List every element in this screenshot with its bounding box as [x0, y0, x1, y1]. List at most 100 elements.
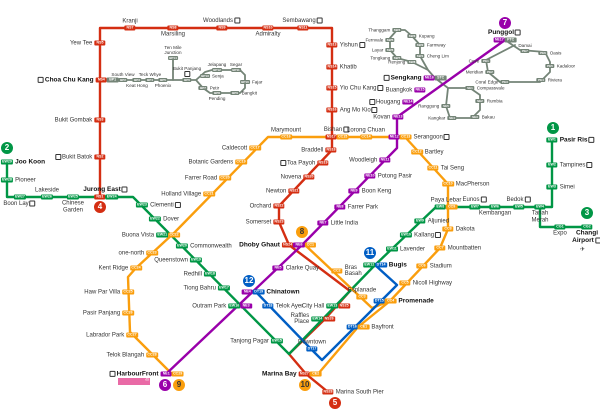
station-commonwealth[interactable]: EW20Commonwealth: [175, 243, 232, 249]
station-dover[interactable]: EW22Dover: [148, 216, 179, 222]
station-caldecott[interactable]: CC17Caldecott: [222, 145, 261, 151]
station-meridian[interactable]: PE2Meridian: [466, 70, 495, 75]
station-aljunied[interactable]: EW9Aljunied: [414, 218, 449, 224]
station-somerset[interactable]: NS23Somerset: [246, 219, 285, 225]
station-dhoby-ghaut[interactable]: NS24NE6CC1Dhoby Ghaut: [239, 241, 317, 248]
station-kupang[interactable]: SW3Kupang: [407, 34, 435, 39]
station-botanic-gardens[interactable]: CC19Botanic Gardens: [189, 159, 247, 165]
station-coral-edge[interactable]: PE3Coral Edge: [475, 80, 510, 85]
station-thanggam[interactable]: SW4Thanggam: [368, 28, 402, 33]
station-bugis[interactable]: EW12DT14Bugis: [363, 261, 407, 268]
station-layar[interactable]: SW6Layar: [372, 48, 395, 53]
station-pending[interactable]: BP8Pending: [209, 91, 225, 101]
station-pioneer[interactable]: EW28Pioneer: [0, 177, 36, 183]
station-city-hall[interactable]: EW13NS25City Hall: [302, 303, 350, 309]
station-fajar[interactable]: BP10Fajar: [240, 80, 262, 85]
station-tampines[interactable]: EW2Tampines: [546, 161, 593, 168]
station-buangkok[interactable]: NE15Buangkok: [386, 87, 426, 93]
station-esplanade[interactable]: CC3Esplanade: [348, 287, 376, 300]
station-phoenix[interactable]: BP5Phoenix: [155, 78, 171, 88]
station-eunos[interactable]: EW7Eunos: [462, 196, 487, 210]
station-woodlands[interactable]: NS9Woodlands: [203, 17, 240, 31]
station-joo-koon[interactable]: EW29Joo Koon: [0, 158, 45, 165]
station-mountbatten[interactable]: CC7Mountbatten: [434, 245, 481, 251]
station-teck-whye[interactable]: BP4Teck Whye: [139, 72, 161, 82]
station-lavender[interactable]: EW11Lavender: [386, 246, 425, 252]
station-chinatown[interactable]: NE4DT19Chinatown: [241, 288, 300, 295]
station-outram-park[interactable]: EW16NE3Outram Park: [192, 303, 252, 309]
station-bedok[interactable]: EW5Bedok: [506, 196, 531, 210]
station-yishun[interactable]: NS13Yishun: [326, 41, 365, 48]
station-buona-vista[interactable]: EW21CC22Buona Vista: [122, 232, 180, 238]
station-stadium[interactable]: CC6Stadium: [416, 263, 452, 269]
station-jelapang[interactable]: BP12Jelapang: [208, 62, 226, 72]
station-macpherson[interactable]: CC10MacPherson: [442, 181, 489, 187]
station-labrador-park[interactable]: CC27Labrador Park: [86, 332, 138, 338]
station-farrer-road[interactable]: CC20Farrer Road: [185, 175, 231, 181]
station-jurong-east[interactable]: NS1EW24Jurong East: [83, 186, 128, 200]
station-orchard[interactable]: NS22Orchard: [250, 203, 285, 209]
station-kembangan[interactable]: EW6Kembangan: [479, 204, 511, 217]
station-compassvale[interactable]: SE1Compassvale: [465, 86, 505, 91]
station-tiong-bahru[interactable]: EW17Tiong Bahru: [183, 285, 231, 291]
station-potong-pasir[interactable]: NE10Potong Pasir: [364, 173, 412, 179]
station-simei[interactable]: EW3Simei: [546, 184, 575, 190]
station-redhill[interactable]: EW18Redhill: [184, 271, 217, 277]
station-fernvale[interactable]: SW5Fernvale: [365, 38, 395, 43]
station-tanjong-pagar[interactable]: EW15Tanjong Pagar: [230, 338, 284, 344]
station-boon-lay[interactable]: EW27Boon Lay: [3, 194, 36, 207]
station-kovan[interactable]: NE13Kovan: [373, 114, 404, 120]
station-farrer-park[interactable]: NE8Farrer Park: [334, 204, 378, 210]
station-tanah-merah[interactable]: EW4Tanah Merah: [531, 204, 549, 223]
station-lakeside[interactable]: EW26Lakeside: [35, 187, 59, 200]
station-bangkit[interactable]: BP9Bangkit: [230, 91, 257, 96]
station-renjong[interactable]: SW8Renjong: [388, 60, 417, 65]
station-tai-seng[interactable]: CC11Tai Seng: [427, 165, 464, 171]
station-bukit-batok[interactable]: NS2Bukit Batok: [54, 153, 106, 160]
station-boon-keng[interactable]: NE9Boon Keng: [348, 188, 391, 194]
station-pasir-panjang[interactable]: CC26Pasir Panjang: [83, 310, 134, 316]
station-senja[interactable]: BP13Senja: [200, 74, 224, 79]
station-pasir-ris[interactable]: EW1Pasir Ris: [546, 136, 595, 143]
station-telok-blangah[interactable]: CC28Telok Blangah: [107, 352, 158, 358]
station-one-north[interactable]: CC23one-north: [119, 250, 158, 256]
station-chinese-garden[interactable]: EW25Chinese Garden: [62, 194, 84, 213]
station-ang-mo-kio[interactable]: NS16Ang Mo Kio: [326, 106, 378, 113]
station-marsiling[interactable]: NS8Marsiling: [161, 25, 185, 38]
station-hougang[interactable]: NE14Hougang: [368, 98, 414, 105]
station-segar[interactable]: BP11Segar: [230, 62, 242, 72]
station-marina-south-pier[interactable]: NS28Marina South Pier: [322, 389, 384, 395]
station-kadaloor[interactable]: PE5Kadaloor: [545, 64, 575, 69]
station-bishan[interactable]: NS17CC15Bishan: [324, 126, 350, 140]
station-raffles-place[interactable]: EW14NS26Raffles Place: [291, 313, 335, 325]
station-haw-par-villa[interactable]: CC25Haw Par Villa: [84, 289, 134, 295]
station-ten-mile-junction[interactable]: BP14Ten Mile Junction: [164, 45, 182, 60]
station-queenstown[interactable]: EW19Queenstown: [154, 257, 203, 263]
station-punggol[interactable]: NE17PTCPunggol: [488, 29, 521, 43]
station-admiralty[interactable]: NS10Admiralty: [255, 25, 281, 38]
station-nicoll-highway[interactable]: CC5Nicoll Highway: [399, 280, 452, 286]
station-holland-village[interactable]: CC21Holland Village: [161, 191, 215, 197]
station-bartley[interactable]: CC12Bartley: [411, 149, 443, 155]
station-bakau[interactable]: SE3Bakau: [470, 115, 495, 120]
station-cheng-lim[interactable]: SW1Cheng Lim: [415, 54, 449, 59]
station-clementi[interactable]: EW23Clementi: [135, 201, 181, 208]
station-tongkang[interactable]: SW7Tongkang: [370, 56, 402, 61]
station-little-india[interactable]: NE7Little India: [317, 220, 358, 226]
station-damai[interactable]: PE7Damai: [518, 43, 532, 53]
station-telok-ayer[interactable]: DT18Telok Ayer: [262, 303, 303, 309]
station-expo[interactable]: CG1Expo: [553, 224, 567, 237]
station-south-view[interactable]: BP2South View: [111, 72, 135, 82]
station-lorong-chuan[interactable]: CC14Lorong Chuan: [347, 127, 385, 140]
station-kent-ridge[interactable]: CC24Kent Ridge: [99, 265, 142, 271]
station-bras-basah[interactable]: CC2Bras Basah: [331, 265, 362, 277]
station-yew-tee[interactable]: NS5Yew Tee: [70, 40, 106, 46]
station-ranggung[interactable]: SE5Ranggung: [418, 104, 451, 109]
station-novena[interactable]: NS20Novena: [281, 174, 315, 180]
station-serangoon[interactable]: NE12CC13Serangoon: [388, 133, 450, 140]
station-paya-lebar[interactable]: EW8CC9Paya Lebar: [431, 197, 461, 210]
station-choa-chu-kang[interactable]: NS4BP1Choa Chu Kang: [37, 76, 119, 83]
station-keat-hong[interactable]: BP3Keat Hong: [126, 78, 148, 88]
station-khatib[interactable]: NS14Khatib: [326, 64, 357, 70]
station-farmway[interactable]: SW2Farmway: [415, 43, 446, 48]
